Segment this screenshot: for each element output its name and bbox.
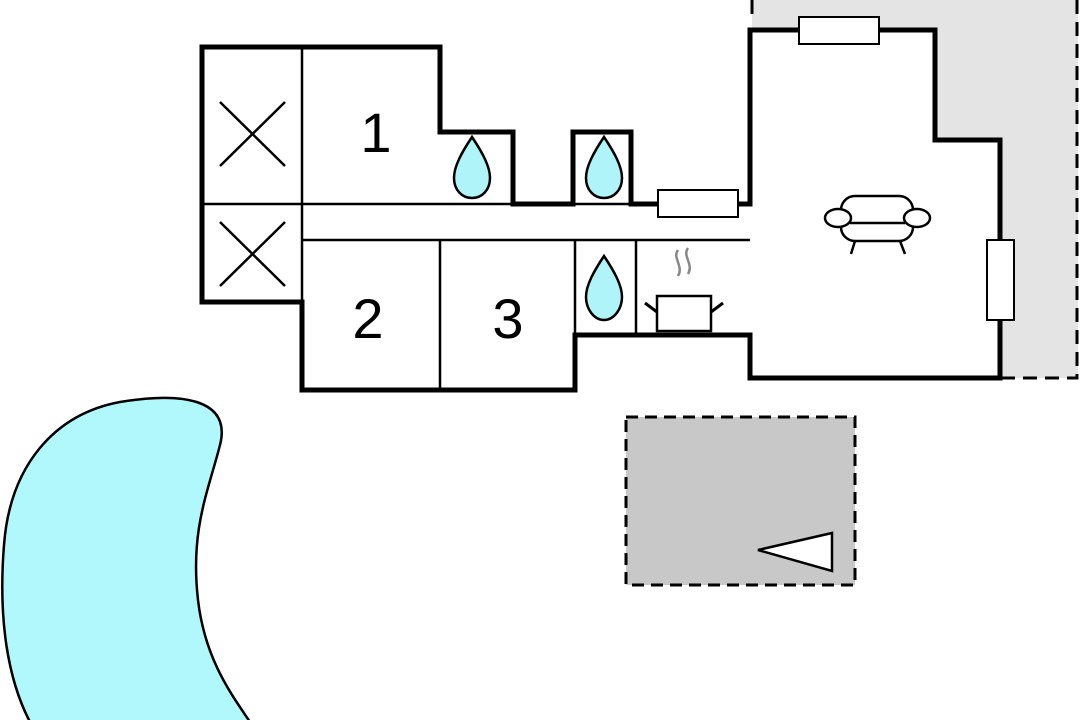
house-outline bbox=[199, 27, 1003, 393]
direction-arrow-icon bbox=[757, 531, 834, 573]
room-label-1: 1 bbox=[360, 101, 391, 164]
sofa-icon bbox=[823, 194, 932, 255]
swimming-pool bbox=[1, 396, 251, 720]
water-drop-icon bbox=[452, 134, 492, 200]
interior-walls bbox=[202, 47, 750, 390]
kitchen-pot-icon bbox=[644, 247, 724, 333]
room-label-3: 3 bbox=[492, 287, 523, 350]
window-icon bbox=[657, 189, 739, 218]
bed-cross-icon bbox=[219, 101, 286, 287]
window-icon bbox=[798, 16, 880, 45]
room-label-2: 2 bbox=[352, 287, 383, 350]
window-icon bbox=[986, 239, 1015, 321]
water-drop-icon bbox=[584, 253, 624, 322]
terrace bbox=[624, 415, 857, 587]
water-drop-icon bbox=[584, 134, 624, 200]
windows bbox=[657, 16, 1015, 321]
